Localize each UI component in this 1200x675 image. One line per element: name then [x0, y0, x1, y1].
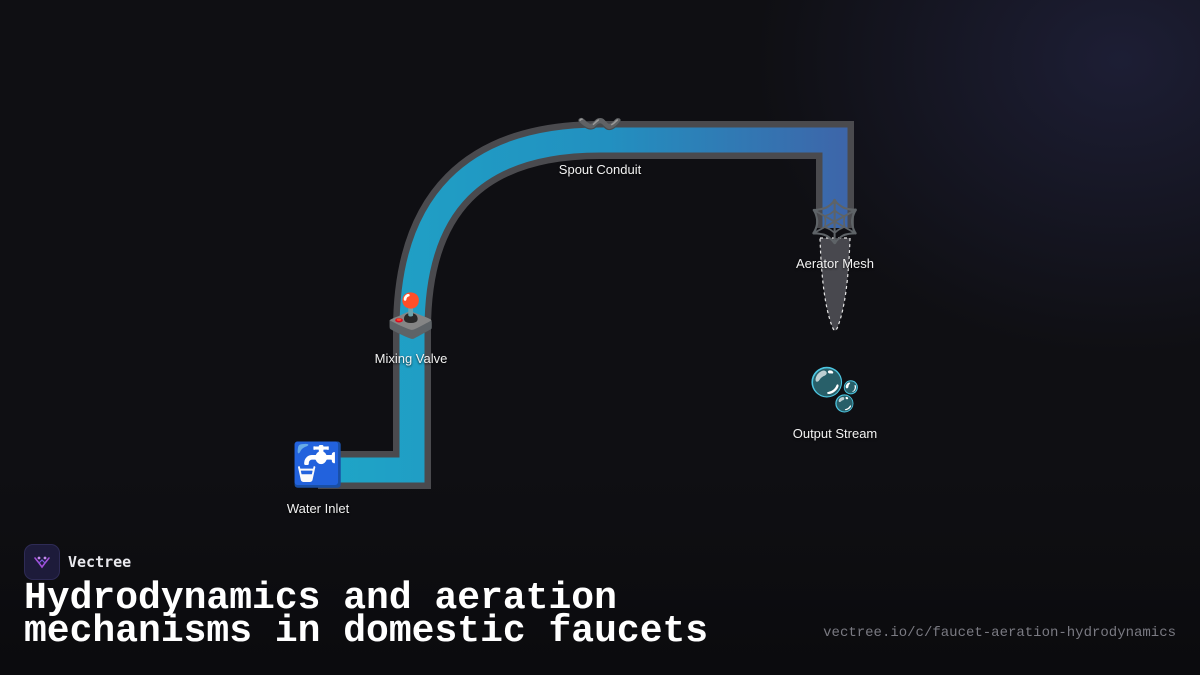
wavy-line-icon: 〰️: [576, 102, 624, 146]
output-stream-label: Output Stream: [792, 426, 878, 441]
spout-conduit-label: Spout Conduit: [558, 162, 642, 177]
bubbles-icon: 🫧: [808, 365, 862, 414]
aerator-mesh-label: Aerator Mesh: [795, 256, 875, 271]
joystick-icon: 🕹️: [384, 291, 438, 340]
mixing-valve-label: Mixing Valve: [374, 351, 448, 366]
water-flow: [318, 127, 848, 483]
spider-web-icon: 🕸️: [808, 197, 862, 246]
brand: Vectree: [24, 544, 131, 580]
vectree-logo-icon: [24, 544, 60, 580]
aerated-stream: [819, 237, 851, 332]
water-inlet-label: Water Inlet: [286, 501, 350, 516]
faucet-icon: 🚰: [291, 440, 345, 489]
source-url: vectree.io/c/faucet-aeration-hydrodynami…: [823, 625, 1176, 641]
brand-name: Vectree: [68, 553, 132, 571]
page-title: Hydrodynamics and aeration mechanisms in…: [24, 577, 709, 653]
